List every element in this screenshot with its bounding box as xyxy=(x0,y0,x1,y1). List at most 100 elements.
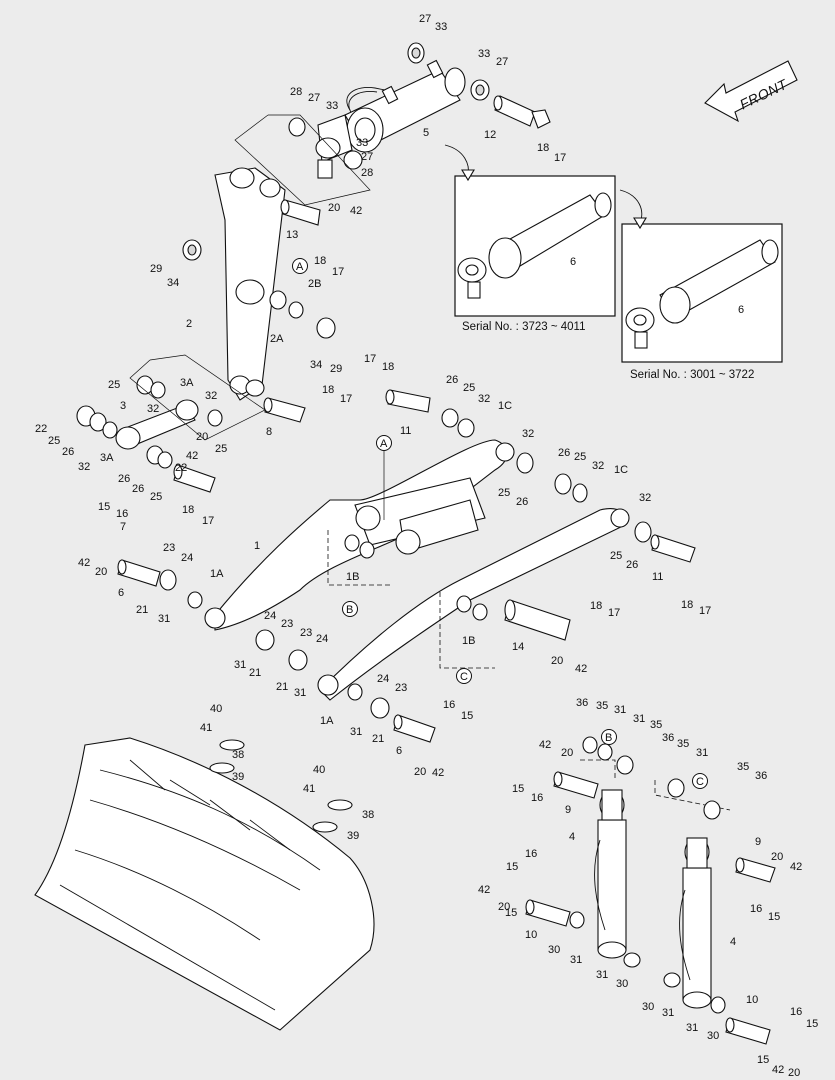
part-label: 21 xyxy=(249,667,261,679)
part-label: 26 xyxy=(558,447,570,459)
part-label: 11 xyxy=(652,571,663,583)
part-label: 31 xyxy=(234,659,246,671)
part-label: 32 xyxy=(592,460,604,472)
part-label: 27 xyxy=(308,92,320,104)
part-label: 2A xyxy=(270,333,284,345)
part-label: 9 xyxy=(755,836,761,848)
part-label: 1 xyxy=(254,540,260,552)
part-label: 15 xyxy=(505,907,517,919)
part-label: 42 xyxy=(539,739,551,751)
part-label: 42 xyxy=(350,205,362,217)
part-label: 18 xyxy=(382,361,394,373)
bell-crank-2 xyxy=(214,167,286,401)
svg-text:A: A xyxy=(296,261,304,273)
part-label: 1C xyxy=(498,400,512,412)
part-label: 16 xyxy=(525,848,537,860)
bucket xyxy=(34,737,375,1031)
part-label: 20 xyxy=(414,766,426,778)
part-label: 25 xyxy=(215,443,227,455)
part-label: 35 xyxy=(677,738,689,750)
part-label: 4 xyxy=(730,936,736,948)
part-label: 9 xyxy=(565,804,571,816)
part-label: 32 xyxy=(147,403,159,415)
part-label: 25 xyxy=(48,435,60,447)
part-label: 27 xyxy=(419,13,431,25)
part-label: 18 xyxy=(681,599,693,611)
cylinder-4-right xyxy=(679,837,712,1009)
part-label: 8 xyxy=(266,426,272,438)
front-arrow-icon: FRONT xyxy=(704,60,798,123)
part-label: 26 xyxy=(446,374,458,386)
part-label: 15 xyxy=(98,501,110,513)
part-label: 20 xyxy=(788,1067,800,1079)
part-label: 32 xyxy=(78,461,90,473)
part-label: 1B xyxy=(462,635,475,647)
part-label: 22 xyxy=(35,423,47,435)
part-label: 5 xyxy=(423,127,429,139)
serial-label-2: Serial No. : 3001 ~ 3722 xyxy=(630,369,754,381)
inset-box-2: Serial No. : 3001 ~ 3722 xyxy=(621,223,783,381)
part-label: 1C xyxy=(614,464,628,476)
svg-text:B: B xyxy=(605,732,612,744)
part-label: 21 xyxy=(136,604,148,616)
part-label: 6 xyxy=(118,587,124,599)
part-label: 25 xyxy=(108,379,120,391)
part-label: 18 xyxy=(182,504,194,516)
part-label: 25 xyxy=(463,382,475,394)
part-label: 31 xyxy=(294,687,306,699)
part-label: 42 xyxy=(186,450,198,462)
part-label: 17 xyxy=(554,152,566,164)
part-label: 11 xyxy=(400,425,411,437)
part-label: 39 xyxy=(232,771,244,783)
link-3 xyxy=(115,399,199,450)
part-label: 26 xyxy=(118,473,130,485)
part-label: 33 xyxy=(435,21,447,33)
svg-text:B: B xyxy=(346,604,353,616)
part-label: 35 xyxy=(650,719,662,731)
part-label: 15 xyxy=(768,911,780,923)
pin-13 xyxy=(280,199,321,226)
part-label: 26 xyxy=(626,559,638,571)
part-label: 36 xyxy=(755,770,767,782)
part-label: 23 xyxy=(395,682,407,694)
part-label: 16 xyxy=(750,903,762,915)
part-label: 20 xyxy=(328,202,340,214)
part-label: 17 xyxy=(608,607,620,619)
part-label: 34 xyxy=(310,359,322,371)
part-label: 4 xyxy=(569,831,575,843)
svg-text:C: C xyxy=(460,671,468,683)
part-label: 42 xyxy=(790,861,802,873)
part-label: 38 xyxy=(362,809,374,821)
part-label: 31 xyxy=(686,1022,698,1034)
part-label: 42 xyxy=(78,557,90,569)
part-label: 16 xyxy=(790,1006,802,1018)
part-label: 14 xyxy=(512,641,524,653)
part-label: 20 xyxy=(498,901,510,913)
part-label: 20 xyxy=(95,566,107,578)
part-label: 33 xyxy=(478,48,490,60)
part-label: 31 xyxy=(614,704,626,716)
part-label: 42 xyxy=(772,1064,784,1076)
part-label: 17 xyxy=(202,515,214,527)
part-label: 34 xyxy=(167,277,179,289)
part-label: 29 xyxy=(330,363,342,375)
part-label: 36 xyxy=(576,697,588,709)
callout-A-mid: A xyxy=(376,435,392,520)
part-label: 12 xyxy=(484,129,496,141)
callout-C-mid: C xyxy=(456,668,472,684)
part-label: 20 xyxy=(771,851,783,863)
part-label: 40 xyxy=(210,703,222,715)
part-label: 21 xyxy=(372,733,384,745)
part-label: 30 xyxy=(707,1030,719,1042)
cylinder-4-left xyxy=(594,789,627,959)
part-label: 31 xyxy=(158,613,170,625)
part-label: 42 xyxy=(575,663,587,675)
cylinder-5 xyxy=(315,59,466,179)
bucket-hardware xyxy=(209,739,353,833)
part-label: 18 xyxy=(322,384,334,396)
part-label: 15 xyxy=(506,861,518,873)
part-label: 17 xyxy=(364,353,376,365)
part-label: 21 xyxy=(276,681,288,693)
part-label: 22 xyxy=(175,462,187,474)
part-label: 16 xyxy=(443,699,455,711)
